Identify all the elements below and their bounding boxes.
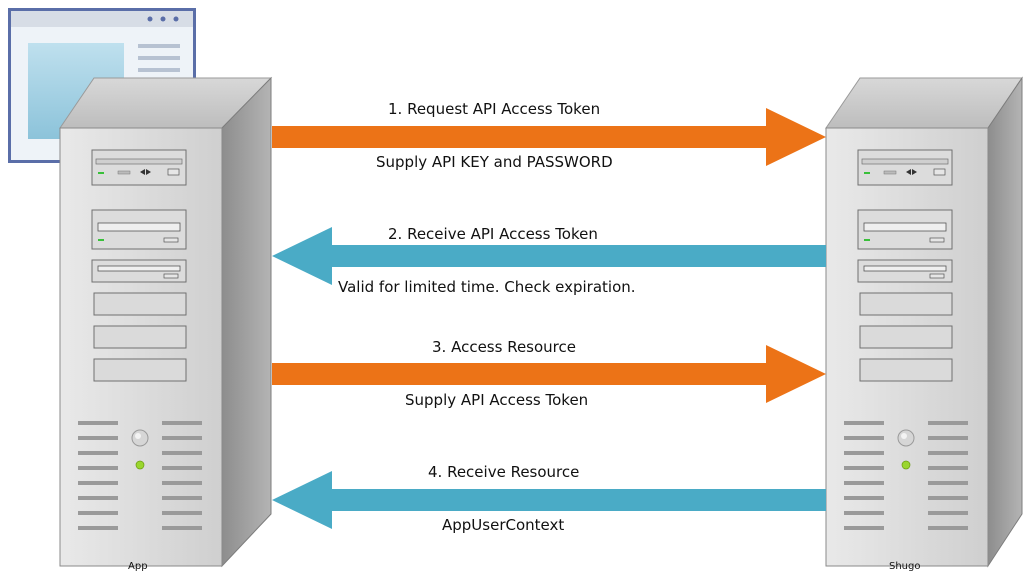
- flow-1-label: 1. Request API Access Token: [388, 100, 601, 118]
- flow-4-note: AppUserContext: [442, 516, 565, 534]
- app-server-icon: [59, 76, 273, 568]
- flow-2-note: Valid for limited time. Check expiration…: [338, 278, 636, 296]
- app-server-caption: App: [128, 561, 148, 572]
- flow-4-label: 4. Receive Resource: [428, 463, 580, 481]
- flow-arrow-3: [272, 345, 826, 403]
- flow-3-note: Supply API Access Token: [405, 391, 589, 409]
- flow-2-label: 2. Receive API Access Token: [388, 225, 598, 243]
- flow-arrow-1: [272, 108, 826, 166]
- shugo-server-caption: Shugo: [889, 561, 921, 572]
- flow-arrow-2: [272, 227, 826, 285]
- flow-arrow-4: [272, 471, 826, 529]
- flow-3-label: 3. Access Resource: [432, 338, 576, 356]
- flow-1-note: Supply API KEY and PASSWORD: [376, 153, 613, 171]
- shugo-server-icon: [825, 76, 1023, 568]
